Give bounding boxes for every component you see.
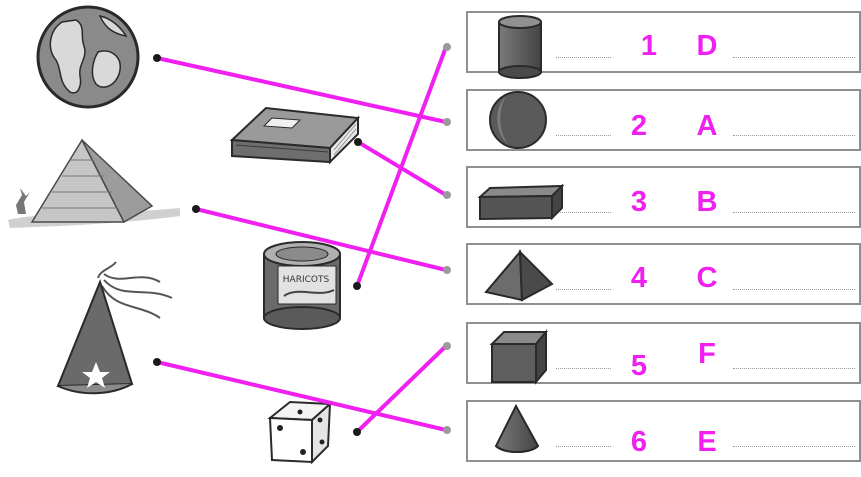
book-icon [229, 106, 361, 165]
cube-icon [489, 329, 549, 385]
connection-dot [443, 191, 451, 199]
row-number: 4 [630, 262, 648, 294]
answer-dotted-line [733, 212, 855, 213]
row-answer-letter: F [698, 338, 716, 370]
connection-dot [443, 43, 451, 51]
connection-dot [443, 342, 451, 350]
connection-dot [443, 118, 451, 126]
connection-dot [353, 282, 361, 290]
row-number: 6 [630, 426, 648, 458]
answer-dotted-line [556, 57, 611, 58]
egypt-pyramid-icon [8, 138, 180, 228]
die-icon [267, 400, 333, 465]
connection-dot [192, 205, 200, 213]
row-number: 3 [630, 186, 648, 218]
connection-line [355, 344, 448, 434]
answer-dotted-line [733, 368, 855, 369]
answer-dotted-line [556, 446, 611, 447]
connection-dot [153, 358, 161, 366]
row-number: 2 [630, 110, 648, 142]
globe-icon [36, 5, 140, 109]
can-label: HARICOTS [283, 275, 330, 285]
answer-dotted-line [733, 57, 855, 58]
party-hat-icon [56, 261, 173, 395]
answer-dotted-line [556, 289, 611, 290]
answer-row-6 [466, 400, 861, 462]
rectangular-prism-icon [477, 183, 565, 221]
row-answer-letter: C [696, 262, 718, 294]
row-answer-letter: B [696, 186, 718, 218]
sphere-icon [489, 91, 547, 149]
row-number: 1 [640, 30, 658, 62]
row-answer-letter: D [696, 30, 718, 62]
connection-lines [155, 45, 448, 434]
answer-dotted-line [733, 446, 855, 447]
answer-dotted-line [733, 289, 855, 290]
connection-dot [354, 138, 362, 146]
cylinder-icon [498, 15, 542, 79]
connection-line [355, 45, 448, 288]
row-answer-letter: A [696, 110, 718, 142]
tin-can-icon: HARICOTS [263, 241, 341, 330]
connection-dot [443, 266, 451, 274]
answer-row-3 [466, 166, 861, 228]
pyramid-icon [484, 249, 554, 302]
answer-dotted-line [556, 135, 611, 136]
row-answer-letter: E [697, 426, 717, 458]
connection-line [194, 207, 448, 272]
answer-dotted-line [733, 135, 855, 136]
answer-dotted-line [556, 368, 611, 369]
connection-line [155, 56, 448, 124]
connection-dot [443, 426, 451, 434]
left-connection-dots [153, 54, 362, 436]
connection-dot [353, 428, 361, 436]
cone-icon [494, 403, 540, 453]
right-connection-dots [443, 43, 451, 434]
answer-dotted-line [556, 212, 611, 213]
connection-dot [153, 54, 161, 62]
row-number: 5 [630, 350, 648, 382]
connection-line [155, 360, 448, 432]
